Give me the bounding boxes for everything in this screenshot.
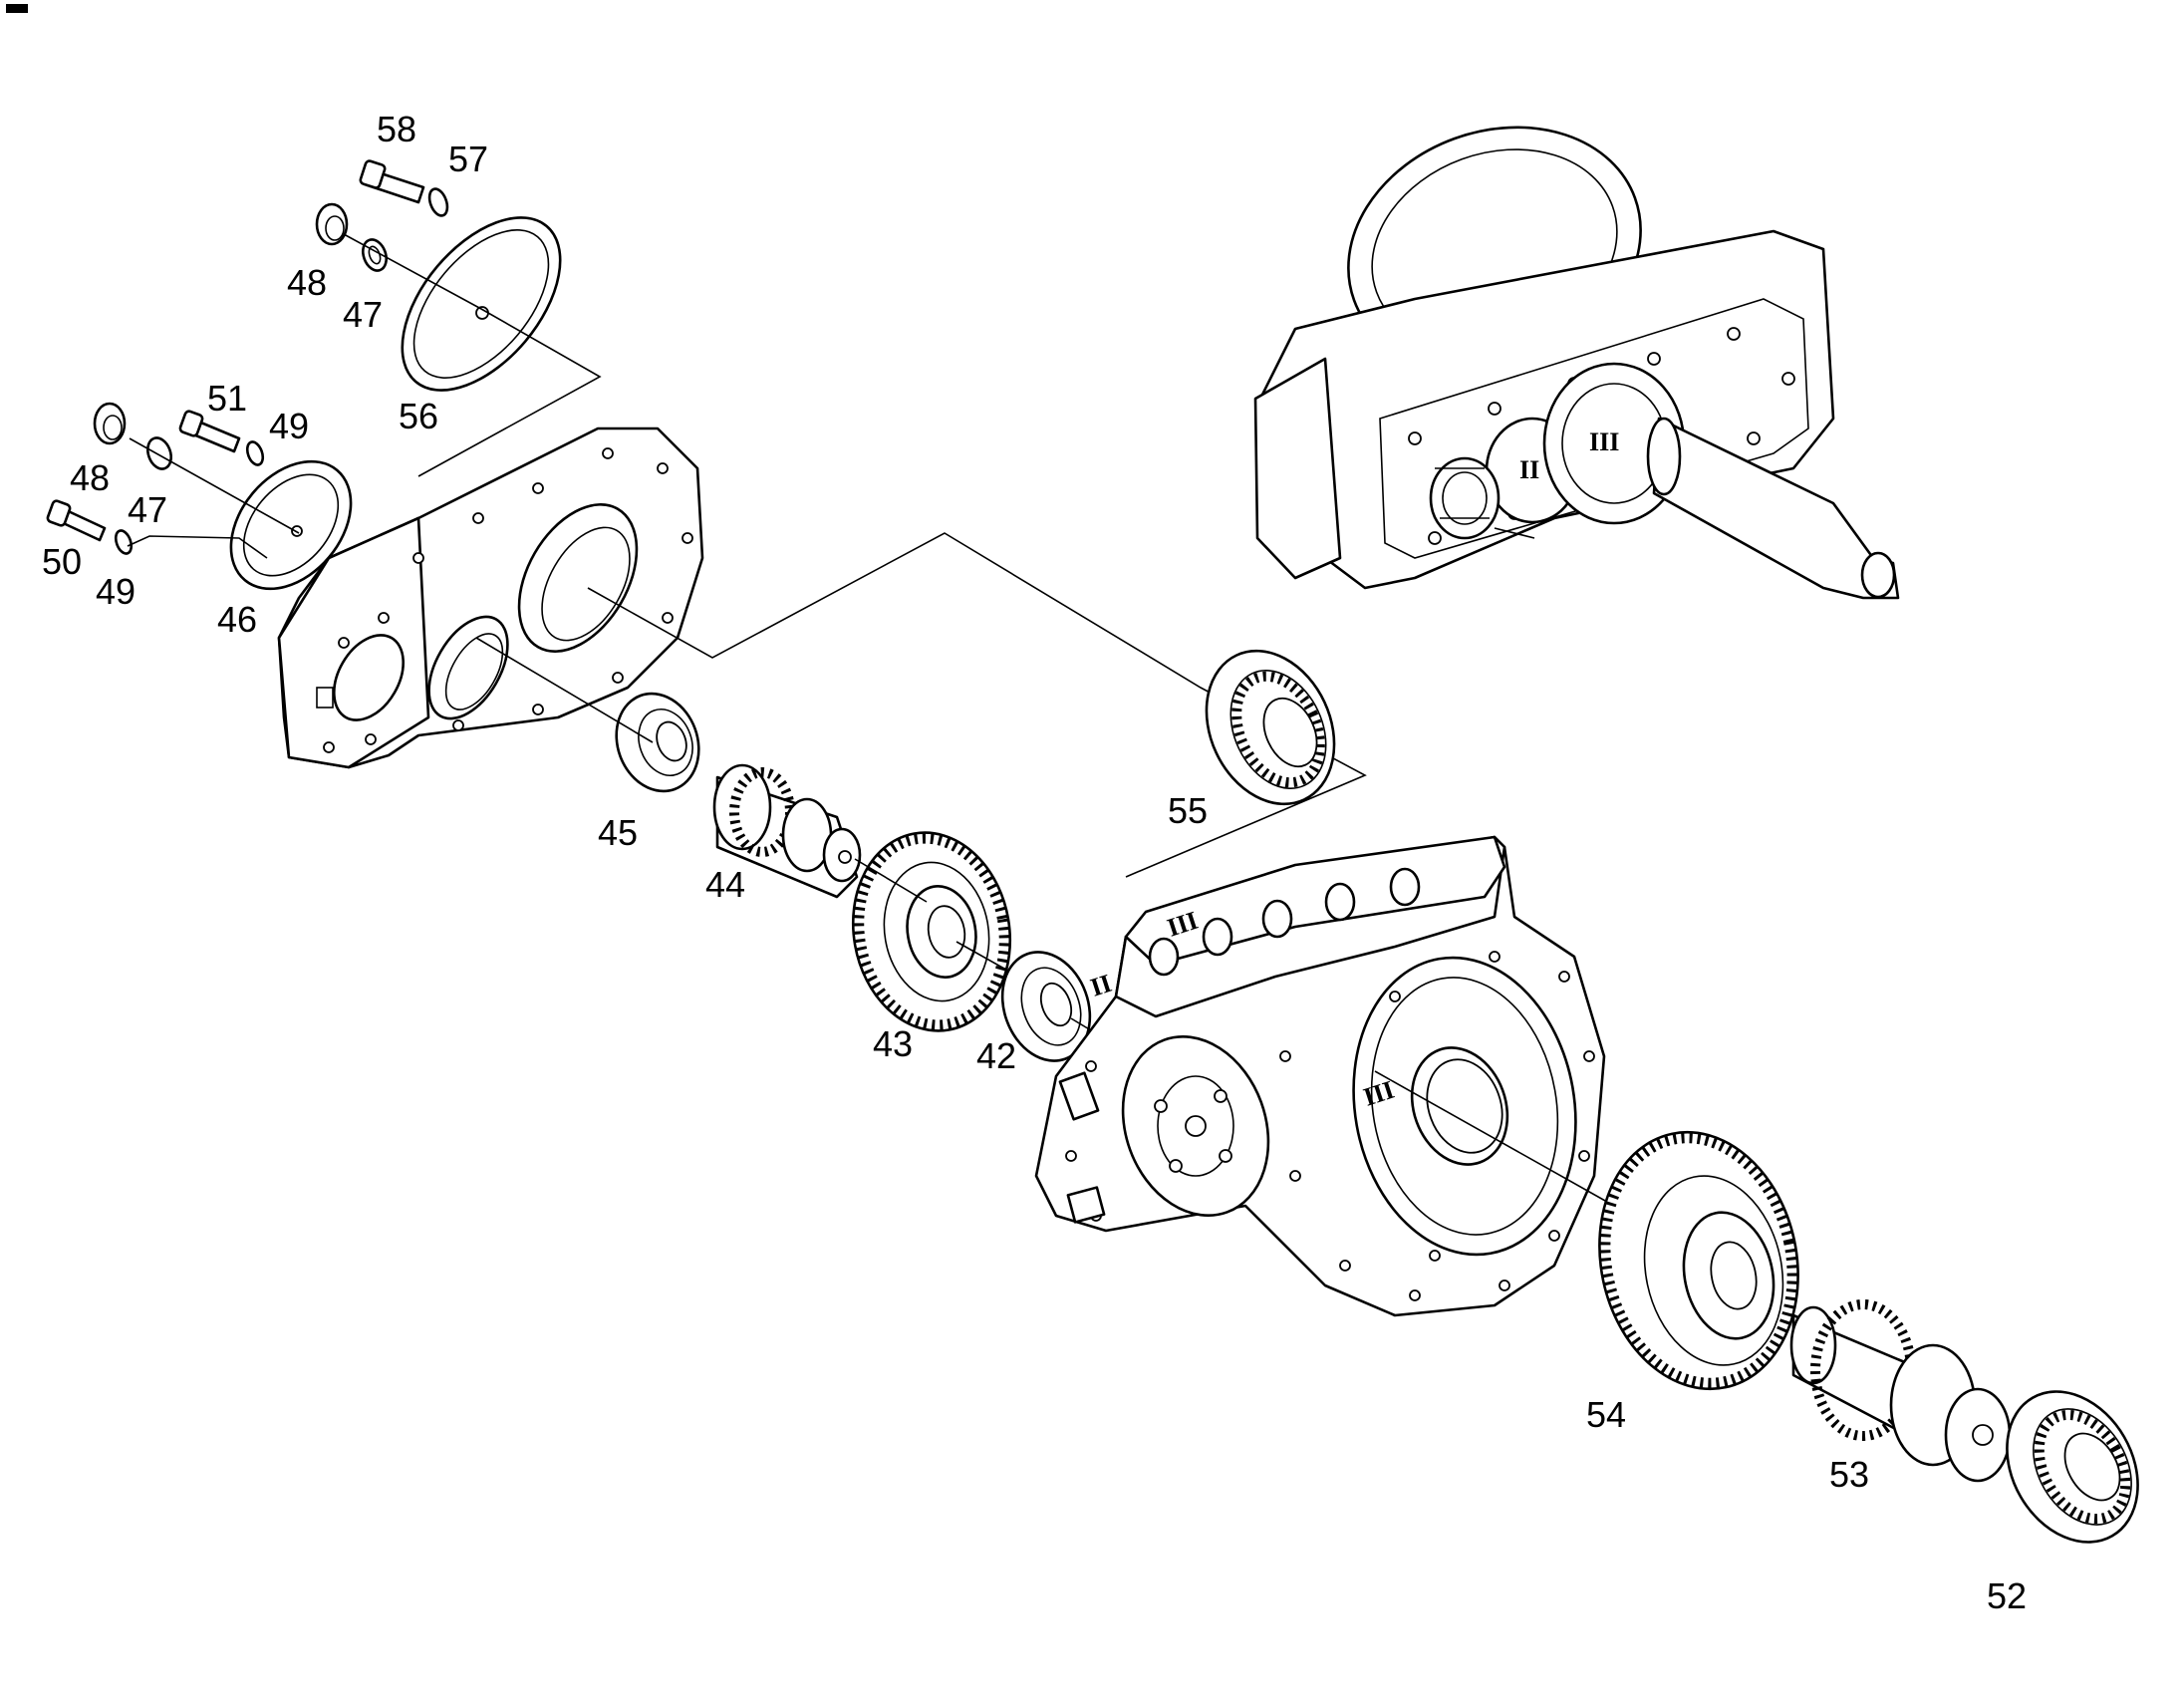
bearing-52 [2006, 1390, 2139, 1544]
bearing-45 [615, 692, 700, 793]
label-47-top: 47 [343, 294, 383, 335]
label-52: 52 [1987, 1575, 2027, 1616]
housing-bore-ii-mark: II [1087, 969, 1115, 1002]
gear-54 [1598, 1130, 1799, 1391]
bearing-42 [1000, 951, 1092, 1062]
housing-cover [277, 426, 704, 769]
label-54: 54 [1586, 1394, 1626, 1435]
label-49-lower: 49 [96, 571, 136, 612]
label-47-mid: 47 [128, 489, 167, 530]
assembled-gearbox: II III [1253, 126, 1900, 600]
label-55: 55 [1168, 790, 1208, 831]
inset-bore-ii-mark: II [1519, 455, 1539, 484]
corner-mark [6, 4, 28, 13]
main-housing: III II III [1034, 835, 1606, 1317]
pinion-shaft-44 [712, 763, 862, 899]
label-44: 44 [705, 864, 745, 905]
bearing-55 [1205, 649, 1336, 806]
label-57: 57 [448, 139, 488, 179]
label-50: 50 [42, 541, 82, 582]
label-45: 45 [598, 812, 638, 853]
label-51: 51 [207, 378, 247, 419]
label-43: 43 [873, 1023, 913, 1064]
label-42: 42 [976, 1035, 1016, 1076]
cover-56-group [315, 159, 602, 477]
label-58: 58 [377, 109, 416, 149]
label-48-top: 48 [287, 262, 327, 303]
gear-43 [851, 831, 1012, 1032]
label-49-upper: 49 [269, 406, 309, 446]
label-53: 53 [1829, 1454, 1869, 1495]
label-56: 56 [399, 396, 438, 436]
inset-bore-iii-mark: III [1589, 427, 1619, 456]
cover-46-group [46, 402, 353, 591]
label-46: 46 [217, 599, 257, 640]
label-48-mid: 48 [70, 457, 110, 498]
pinion-shaft-53 [1789, 1299, 2015, 1483]
part-labels: 58 57 48 47 56 51 49 48 47 50 49 46 45 4… [42, 109, 2027, 1616]
